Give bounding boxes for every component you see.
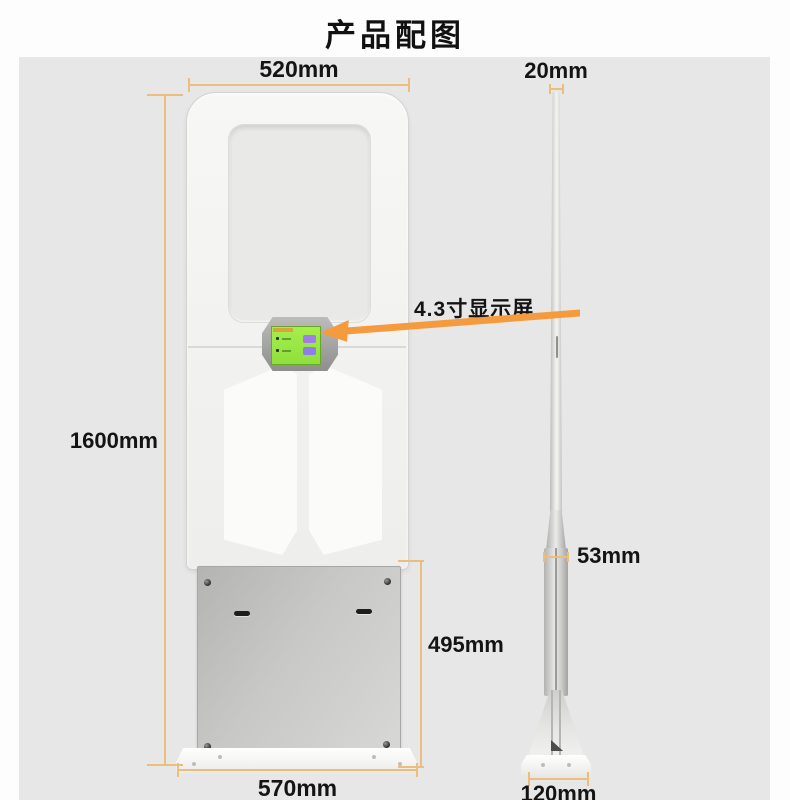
mount-hole: [398, 762, 402, 766]
mount-hole: [541, 763, 545, 767]
gate-floor-plate-side: [521, 755, 591, 776]
dim-line-20: [549, 84, 564, 94]
gate-side-blade: [549, 92, 563, 512]
dim-label-495: 495mm: [428, 632, 504, 657]
dim-line-120: [528, 772, 589, 786]
dim-label-120: 120mm: [520, 781, 597, 800]
screen-indicator-dot: [276, 349, 279, 352]
flare-seam: [559, 690, 561, 762]
dim-label-570: 570mm: [257, 775, 338, 800]
dim-label-20: 20mm: [524, 58, 588, 83]
mount-hole: [372, 755, 376, 759]
screw-icon: [204, 743, 211, 750]
dim-label-1600: 1600mm: [69, 428, 158, 453]
screw-icon: [383, 741, 390, 748]
mount-hole: [567, 763, 571, 767]
page-title: 产品配图: [325, 18, 465, 53]
dim-line-1600: [164, 94, 166, 766]
dim-tick: [398, 560, 424, 562]
screw-icon: [384, 578, 391, 585]
dim-tick: [147, 94, 183, 96]
dim-line-495: [420, 560, 422, 768]
gate-side-seam: [556, 336, 558, 358]
flare-seam: [551, 690, 553, 762]
dim-label-520: 520mm: [259, 56, 339, 82]
flare-vent-triangle: [551, 740, 563, 751]
screen-indicator-dot: [276, 337, 279, 340]
gate-front-right-panel: [309, 365, 382, 555]
display-callout-arrow-icon: [320, 309, 580, 342]
dim-tick: [147, 764, 183, 766]
gate-side-column: [544, 548, 568, 696]
gate-front-left-panel: [224, 365, 297, 555]
screen-button: [303, 335, 316, 343]
screen-text-line: [282, 350, 291, 352]
screen-status-strip: [273, 328, 293, 332]
display-callout-label: 4.3寸显示屏: [414, 298, 535, 321]
handle-slot: [234, 611, 250, 616]
mount-hole: [192, 762, 196, 766]
handle-slot: [356, 609, 372, 614]
dim-tick: [398, 766, 424, 768]
gate-front-window-cutout: [228, 124, 371, 323]
display-screen: [271, 326, 321, 365]
dim-line-570: [177, 763, 418, 777]
screw-icon: [204, 579, 211, 586]
screen-text-line: [282, 338, 291, 340]
dim-line-520: [188, 78, 410, 92]
dim-label-53: 53mm: [577, 543, 641, 568]
screen-button: [303, 347, 316, 355]
dim-line-53: [543, 552, 569, 562]
gate-side-joint: [546, 510, 566, 550]
mount-hole: [218, 755, 222, 759]
gate-base-cabinet: [197, 566, 401, 762]
